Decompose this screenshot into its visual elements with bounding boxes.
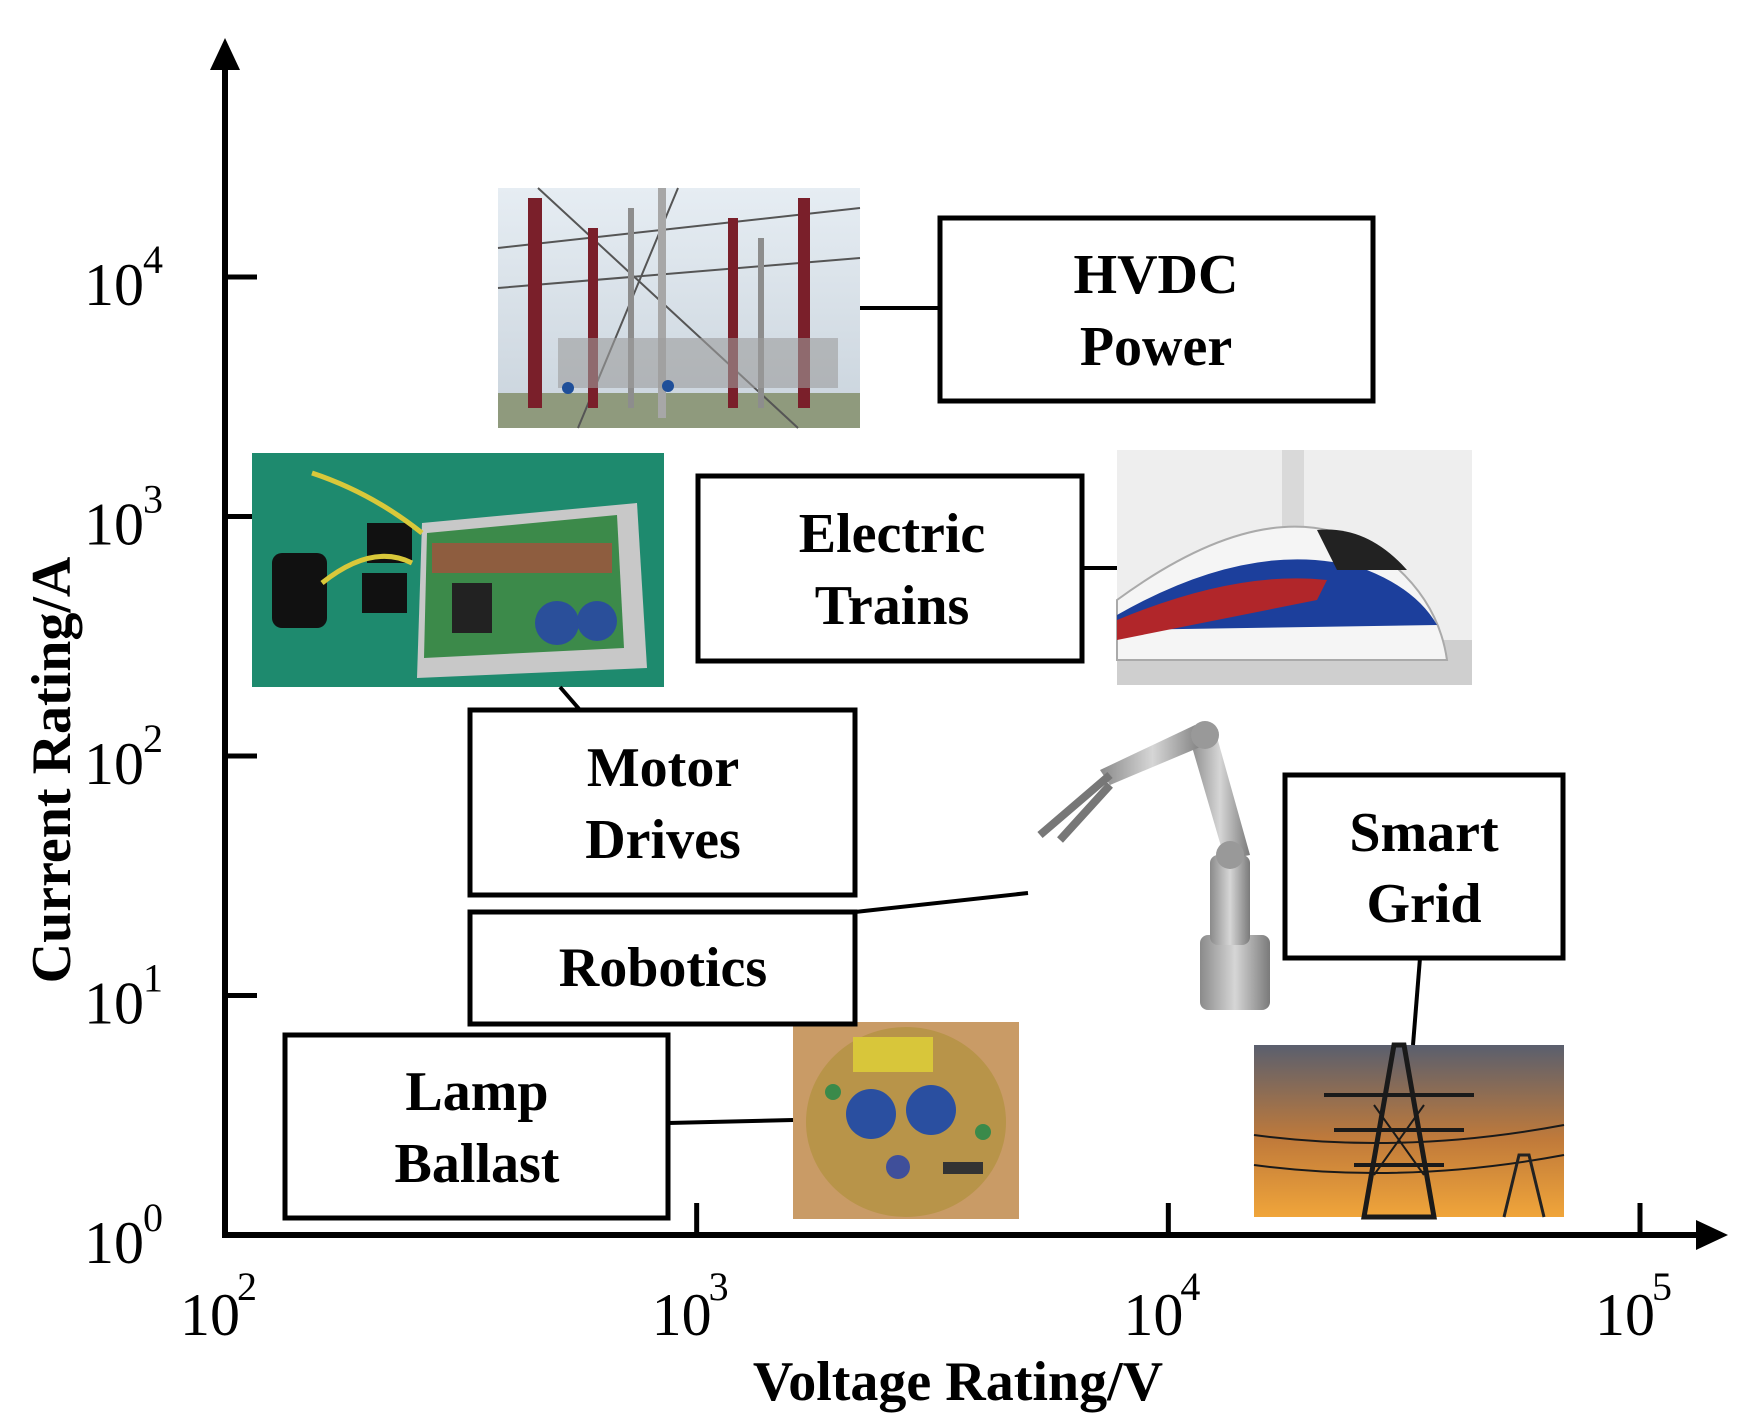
y-tick-exponent: 1 [143,956,163,1001]
motor-drive-board-photo [252,453,664,687]
x-tick-label: 10 [180,1282,240,1348]
label-box-hvdc-power: HVDC Power [937,215,1376,404]
x-tick-exponent: 5 [1652,1264,1672,1309]
y-tick-label: 10 [84,492,144,558]
label-trains-line1: Electric [799,503,986,565]
label-motor-line2: Drives [585,809,741,871]
label-motor-line1: Motor [587,737,739,799]
train-photo [1116,450,1472,685]
axes [210,38,1728,1250]
x-axis-arrow [1696,1220,1728,1250]
y-tick-label: 10 [84,971,144,1037]
y-axis-label: Current Rating/A [21,556,83,983]
label-ballast-line2: Ballast [395,1133,560,1195]
lamp-ballast-connector [667,1118,794,1125]
label-ballast-line1: Lamp [405,1061,548,1123]
y-axis-arrow [210,38,240,70]
label-box-robotics: Robotics [467,909,858,1027]
label-box-electric-trains: Electric Trains [695,473,1085,664]
x-tick-exponent: 2 [237,1264,257,1309]
label-trains-line2: Trains [815,575,970,637]
power-tower-photo [1253,1042,1565,1220]
label-grid-line1: Smart [1349,802,1499,864]
robotics-connector [854,891,1029,914]
label-box-smart-grid: Smart Grid [1282,772,1566,961]
connector-lines [558,306,1422,1125]
smart-grid-connector [1411,957,1422,1046]
y-tick-label: 10 [84,1210,144,1276]
y-tick-label: 10 [84,252,144,318]
y-tick-exponent: 3 [143,477,163,522]
y-tick-exponent: 0 [143,1195,163,1240]
label-box-lamp-ballast: Lamp Ballast [282,1032,671,1221]
x-tick-label: 10 [1595,1282,1655,1348]
y-tick-exponent: 4 [143,237,163,282]
y-tick-label: 10 [84,731,144,797]
x-tick-exponent: 3 [709,1264,729,1309]
label-robotics-line1: Robotics [559,937,767,999]
label-hvdc-line2: Power [1080,316,1232,378]
substation-photo [497,187,861,429]
robot-arm-photo [1030,715,1300,1020]
x-axis-label: Voltage Rating/V [753,1351,1163,1413]
label-box-motor-drives: Motor Drives [467,707,858,898]
x-tick-exponent: 4 [1180,1264,1200,1309]
ballast-board-photo [793,1022,1019,1219]
motor-drives-connector [558,685,582,712]
label-grid-line2: Grid [1366,873,1481,935]
x-tick-label: 10 [1123,1282,1183,1348]
y-tick-exponent: 2 [143,716,163,761]
label-hvdc-line1: HVDC [1074,244,1239,306]
x-tick-label: 10 [652,1282,712,1348]
